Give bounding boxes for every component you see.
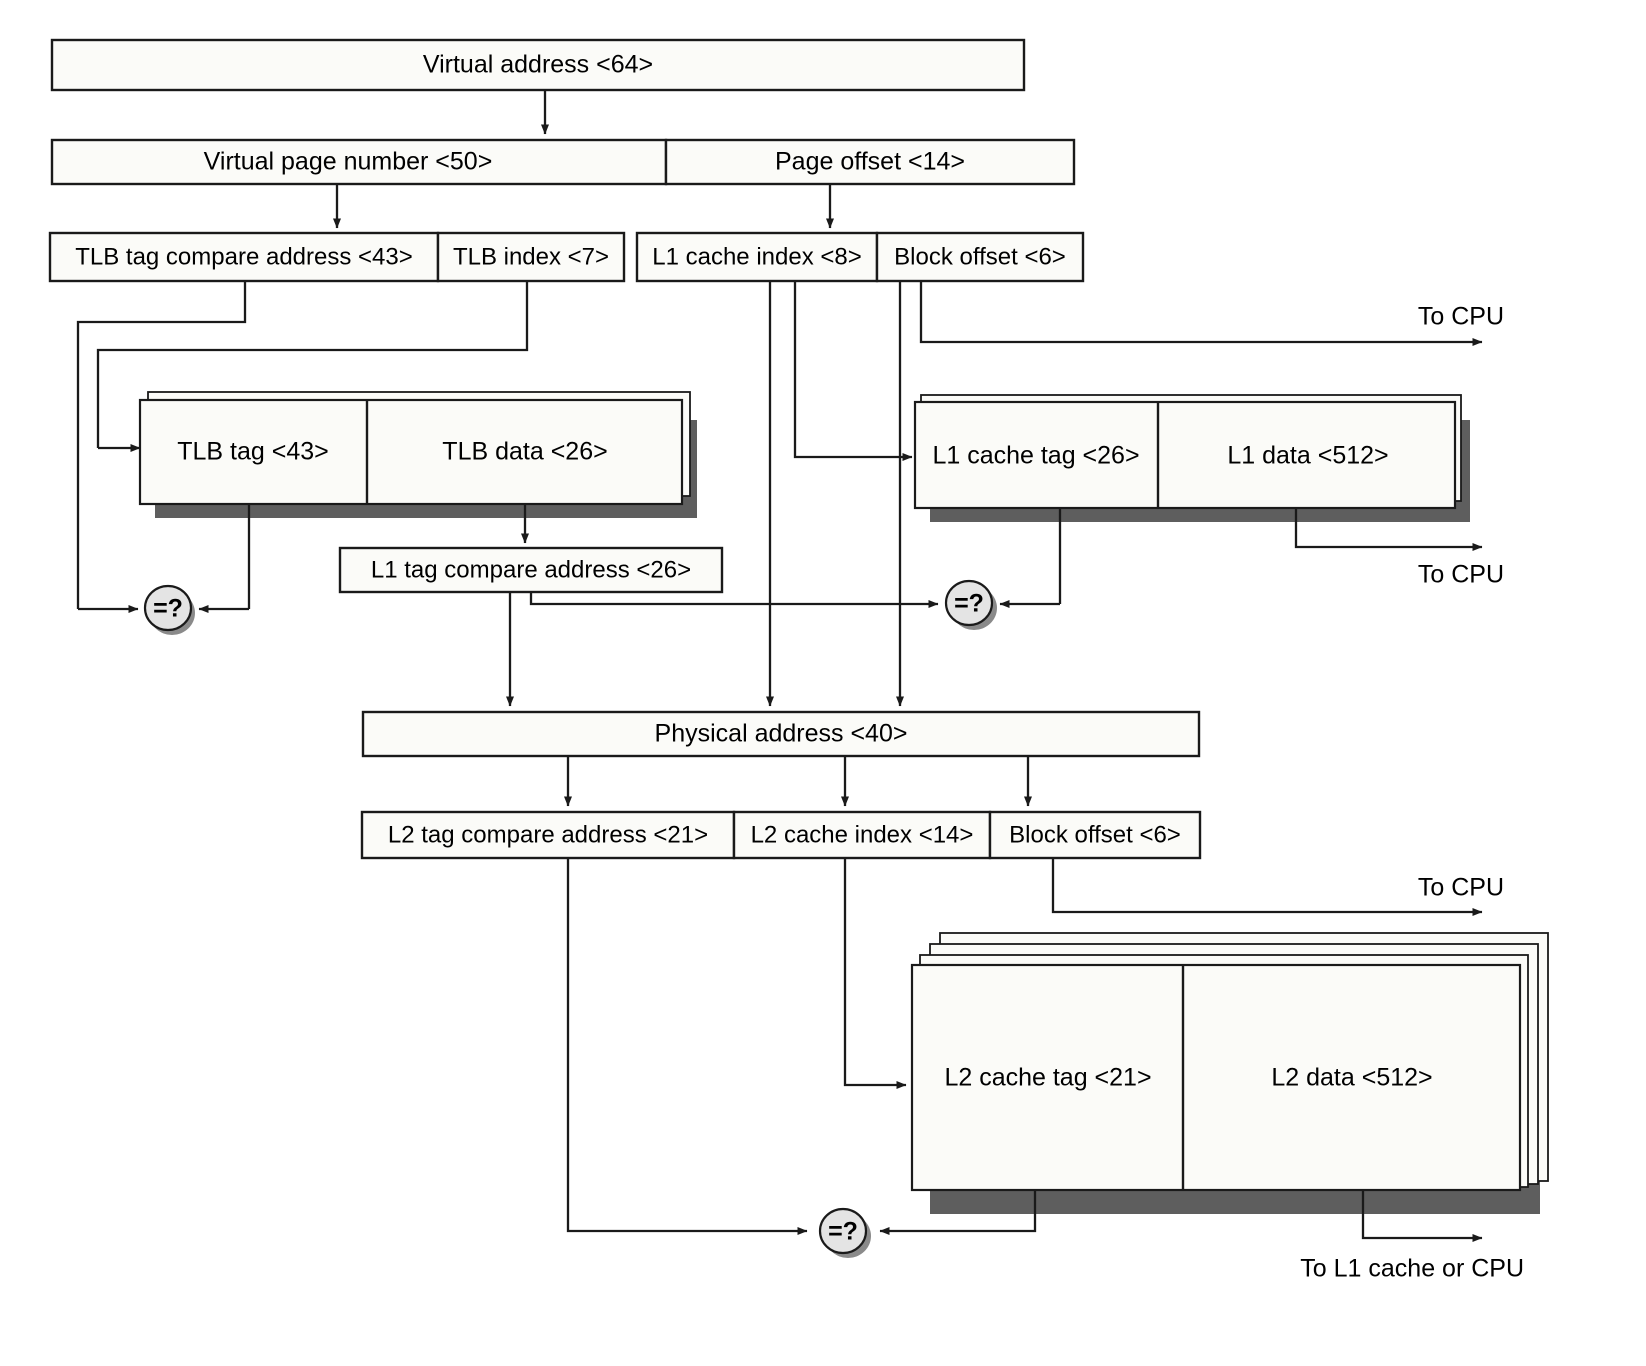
wire-tlbindex-leg (96, 281, 529, 448)
l2-tag-compare-address-box: L2 tag compare address <21> (360, 810, 736, 860)
tlb-tag-label: TLB tag <43> (177, 438, 329, 466)
wire-l1index-to-l1array (793, 281, 913, 461)
block-offset-l2-box: Block offset <6> (988, 810, 1202, 860)
block-offset-l2-label: Block offset <6> (1009, 821, 1181, 848)
l1-cache-array: L1 cache tag <26> L1 data <512> (913, 394, 1470, 522)
physical-address-label: Physical address <40> (655, 720, 908, 748)
page-offset-box: Page offset <14> (664, 138, 1076, 186)
block-offset-l1-label: Block offset <6> (894, 243, 1066, 270)
virtual-address-label: Virtual address <64> (423, 51, 653, 79)
wire-l2index-to-l2array (843, 858, 907, 1089)
physical-address-box: Physical address <40> (361, 710, 1201, 758)
l1-cache-tag-label: L1 cache tag <26> (932, 442, 1139, 470)
to-cpu-annotation-2: To CPU (1418, 561, 1504, 589)
l1-tag-compare-address-label: L1 tag compare address <26> (371, 556, 691, 583)
l2-cache-index-label: L2 cache index <14> (751, 821, 974, 848)
wire-l2tagcmp-to-comparator (566, 858, 808, 1235)
page-offset-label: Page offset <14> (775, 148, 965, 176)
l2-comparator-label: =? (828, 1218, 858, 1246)
l1-cache-index-box: L1 cache index <8> (635, 231, 879, 283)
l1-comparator: =? (944, 579, 997, 630)
tlb-index-box: TLB index <7> (436, 231, 626, 283)
to-l1-cache-or-cpu-annotation: To L1 cache or CPU (1300, 1255, 1524, 1283)
wire-blockoffset-to-cpu (919, 281, 1483, 346)
tlb-comparator-label: =? (153, 595, 183, 623)
wire-tlbtagcmp-left-leg (76, 281, 247, 609)
virtual-page-number-label: Virtual page number <50> (204, 148, 493, 176)
l2-cache-array: L2 cache tag <21> L2 data <512> (910, 932, 1549, 1214)
l1-data-label: L1 data <512> (1227, 442, 1388, 470)
tlb-comparator: =? (143, 584, 195, 635)
l1-tag-compare-address-box: L1 tag compare address <26> (338, 546, 724, 594)
tlb-tag-compare-address-box: TLB tag compare address <43> (48, 231, 440, 283)
to-cpu-annotation-3: To CPU (1418, 874, 1504, 902)
tlb-array: TLB tag <43> TLB data <26> (138, 391, 697, 518)
wire-l1data-to-cpu (1294, 508, 1483, 551)
wire-l1tagcmp-to-comparator (529, 592, 939, 608)
l1-cache-index-label: L1 cache index <8> (652, 243, 862, 270)
virtual-page-number-box: Virtual page number <50> (50, 138, 668, 186)
l2-data-label: L2 data <512> (1271, 1064, 1432, 1092)
wire-l2tag-to-comparator (879, 1190, 1037, 1235)
l2-tag-compare-address-label: L2 tag compare address <21> (388, 821, 708, 848)
block-offset-l1-box: Block offset <6> (875, 231, 1085, 283)
l2-comparator: =? (818, 1207, 871, 1258)
to-cpu-annotation-1: To CPU (1418, 303, 1504, 331)
tlb-tag-compare-address-label: TLB tag compare address <43> (75, 243, 413, 270)
tlb-index-label: TLB index <7> (453, 243, 609, 270)
tlb-data-label: TLB data <26> (442, 438, 607, 466)
wire-l2data-to-l1-or-cpu (1361, 1190, 1483, 1242)
wire-blockoffset-l2-to-cpu (1051, 858, 1483, 916)
l1-comparator-label: =? (954, 590, 984, 618)
l2-cache-tag-label: L2 cache tag <21> (944, 1064, 1151, 1092)
l2-cache-index-box: L2 cache index <14> (732, 810, 992, 860)
virtual-address-box: Virtual address <64> (50, 38, 1026, 92)
